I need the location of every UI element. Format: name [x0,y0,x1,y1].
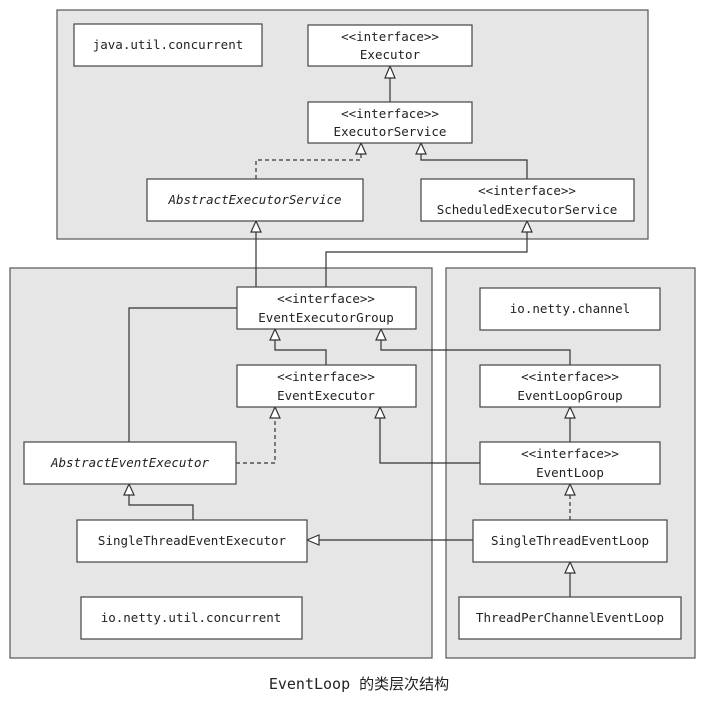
svg-text:<<interface>>: <<interface>> [521,369,619,384]
class-abstract-executor-service: AbstractExecutorService [146,178,364,222]
figure-caption: EventLoop 的类层次结构 [269,675,449,693]
svg-text:<<interface>>: <<interface>> [521,446,619,461]
svg-text:io.netty.util.concurrent: io.netty.util.concurrent [101,610,282,625]
svg-text:EventLoopGroup: EventLoopGroup [517,388,622,403]
class-executor: <<interface>> Executor [307,24,473,67]
svg-text:Executor: Executor [360,47,421,62]
svg-text:ThreadPerChannelEventLoop: ThreadPerChannelEventLoop [476,610,664,625]
svg-text:SingleThreadEventExecutor: SingleThreadEventExecutor [98,533,287,548]
class-single-thread-event-loop: SingleThreadEventLoop [472,519,668,563]
svg-text:AbstractEventExecutor: AbstractEventExecutor [50,455,210,470]
class-event-executor-group: <<interface>> EventExecutorGroup [236,286,417,330]
package-label-java-util-concurrent: java.util.concurrent [73,23,263,67]
svg-text:<<interface>>: <<interface>> [478,183,576,198]
svg-text:ScheduledExecutorService: ScheduledExecutorService [437,202,618,217]
inheritance-lines [128,78,571,597]
svg-text:EventExecutor: EventExecutor [277,388,375,403]
class-scheduled-executor-service: <<interface>> ScheduledExecutorService [420,178,635,222]
class-event-executor: <<interface>> EventExecutor [236,364,417,408]
svg-text:<<interface>>: <<interface>> [341,106,439,121]
class-abstract-event-executor: AbstractEventExecutor [23,441,237,485]
svg-text:io.netty.channel: io.netty.channel [510,301,630,316]
svg-text:EventExecutorGroup: EventExecutorGroup [258,310,393,325]
svg-text:<<interface>>: <<interface>> [277,369,375,384]
package-label-io-netty-channel: io.netty.channel [479,287,661,331]
class-thread-per-channel-event-loop: ThreadPerChannelEventLoop [458,596,682,640]
svg-text:<<interface>>: <<interface>> [277,291,375,306]
class-event-loop: <<interface>> EventLoop [479,441,661,485]
svg-text:AbstractExecutorService: AbstractExecutorService [167,192,341,207]
inheritance-arrowheads [123,64,576,574]
svg-text:<<interface>>: <<interface>> [341,29,439,44]
class-executor-service: <<interface>> ExecutorService [307,101,473,144]
svg-text:SingleThreadEventLoop: SingleThreadEventLoop [491,533,649,548]
class-single-thread-event-executor: SingleThreadEventExecutor [76,519,308,563]
svg-text:java.util.concurrent: java.util.concurrent [93,37,244,52]
package-label-io-netty-util-concurrent: io.netty.util.concurrent [80,596,303,640]
svg-text:EventLoop: EventLoop [536,465,604,480]
class-event-loop-group: <<interface>> EventLoopGroup [479,364,661,408]
svg-text:ExecutorService: ExecutorService [334,124,447,139]
